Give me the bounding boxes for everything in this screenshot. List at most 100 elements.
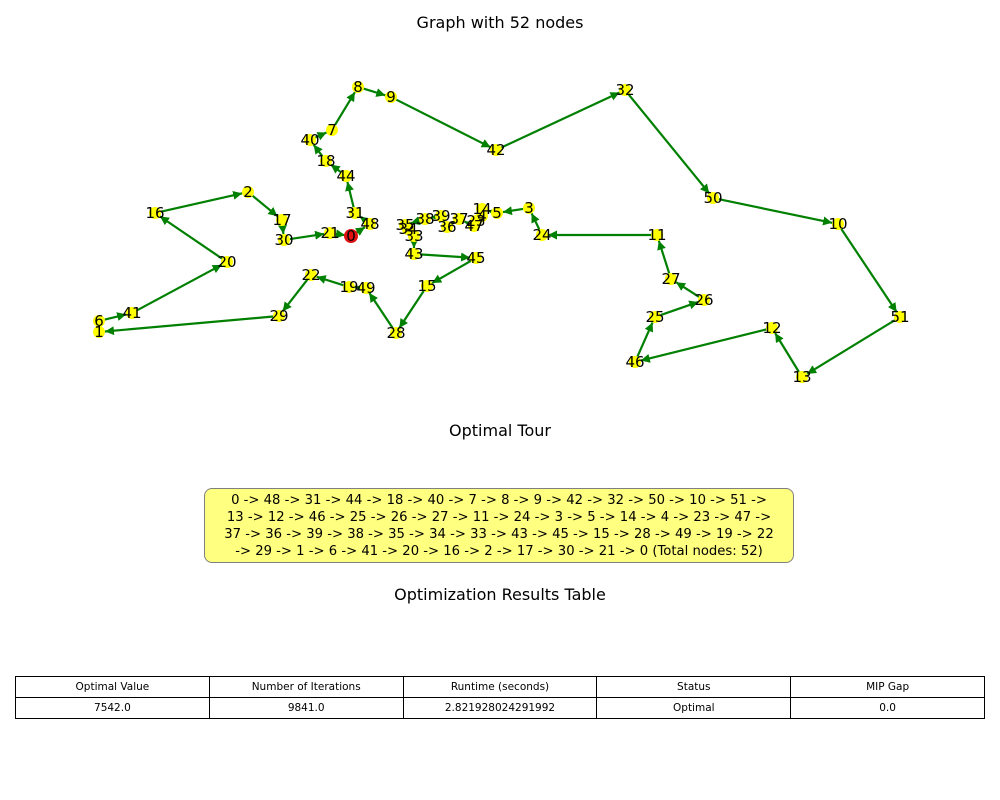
edge-17-30 [278,224,287,235]
node-32 [619,84,631,96]
node-label-11: 11 [647,226,666,244]
node-label-16: 16 [145,204,164,222]
node-label-35: 35 [395,216,414,234]
node-40 [304,134,316,146]
edge-7-8 [334,91,356,126]
value-cell-mip-gap: 0.0 [790,697,985,719]
node-1 [93,326,105,338]
node-29 [273,310,285,322]
node-label-32: 32 [615,81,634,99]
node-label-38: 38 [415,210,434,228]
node-7 [326,124,338,136]
node-50 [707,192,719,204]
node-12 [766,322,778,334]
header-cell-mip-gap: MIP Gap [790,676,985,698]
node-label-34: 34 [398,220,417,238]
graph-title: Graph with 52 nodes [416,13,584,32]
edge-27-11 [657,240,671,274]
node-label-14: 14 [472,200,491,218]
node-43 [408,248,420,260]
header-cell-status: Status [596,676,792,698]
node-16 [149,207,161,219]
node-15 [421,280,433,292]
node-label-20: 20 [217,253,236,271]
table-row: 7542.0 9841.0 2.821928024291992 Optimal … [15,697,985,719]
node-26 [698,294,710,306]
header-cell-runtime: Runtime (seconds) [402,676,598,698]
edge-43-45 [419,252,471,262]
value-cell-iterations: 9841.0 [208,697,404,719]
node-44 [340,170,352,182]
edge-12-46 [640,328,767,363]
node-30 [278,234,290,246]
node-label-33: 33 [404,227,423,245]
node-label-36: 36 [437,218,456,236]
node-24 [536,229,548,241]
node-label-6: 6 [94,312,104,330]
edge-18-40 [312,144,324,157]
node-11 [651,229,663,241]
node-label-1: 1 [94,323,104,341]
edge-0-48 [354,226,366,236]
node-label-7: 7 [327,121,337,139]
edge-48-31 [359,215,370,226]
node-45 [470,252,482,264]
results-table: Optimal Value Number of Iterations Runti… [15,676,985,719]
node-3 [523,202,535,214]
tour-line: 37 -> 36 -> 39 -> 38 -> 35 -> 34 -> 33 -… [224,526,774,542]
node-27 [665,273,677,285]
node-label-2: 2 [243,183,253,201]
node-20 [221,256,233,268]
table-title: Optimization Results Table [394,585,606,604]
tour-title: Optimal Tour [449,421,551,440]
node-48 [364,218,376,230]
node-label-19: 19 [339,278,358,296]
edge-24-3 [530,212,541,231]
node-47 [468,220,480,232]
edge-21-0 [335,229,346,239]
edge-16-2 [160,190,243,213]
node-label-47: 47 [464,217,483,235]
edge-10-51 [840,228,898,313]
node-label-0: 0 [346,227,356,245]
node-label-21: 21 [320,224,339,242]
node-label-15: 15 [417,277,436,295]
edge-51-13 [806,319,896,375]
header-cell-iterations: Number of Iterations [208,676,404,698]
tour-sequence-text: 0 -> 48 -> 31 -> 44 -> 18 -> 40 -> 7 -> … [205,492,793,560]
edge-30-21 [289,230,325,241]
node-41 [126,307,138,319]
node-10 [832,218,844,230]
node-14 [476,203,488,215]
node-label-43: 43 [404,245,423,263]
edge-46-25 [636,322,654,357]
node-label-9: 9 [386,88,396,106]
node-46 [629,356,641,368]
edge-5-14 [487,208,498,218]
node-label-40: 40 [300,131,319,149]
node-label-46: 46 [625,353,644,371]
node-51 [894,311,906,323]
edge-32-50 [627,93,711,195]
node-label-13: 13 [792,368,811,386]
node-label-12: 12 [762,319,781,337]
node-label-3: 3 [524,199,534,217]
node-49 [360,282,372,294]
edge-29-1 [104,315,274,336]
node-label-50: 50 [703,189,722,207]
edge-2-17 [251,194,279,218]
tour-line: -> 29 -> 1 -> 6 -> 41 -> 20 -> 16 -> 2 -… [235,543,763,559]
node-label-25: 25 [645,308,664,326]
edge-25-26 [660,300,699,317]
node-21 [324,227,336,239]
edge-39-38 [430,211,441,221]
node-13 [796,371,808,383]
node-37 [453,213,465,225]
node-36 [441,221,453,233]
edge-8-9 [363,87,386,97]
edge-3-5 [502,206,524,216]
node-0 [344,229,358,243]
edge-6-41 [104,312,127,321]
value-cell-runtime: 2.821928024291992 [402,697,598,719]
